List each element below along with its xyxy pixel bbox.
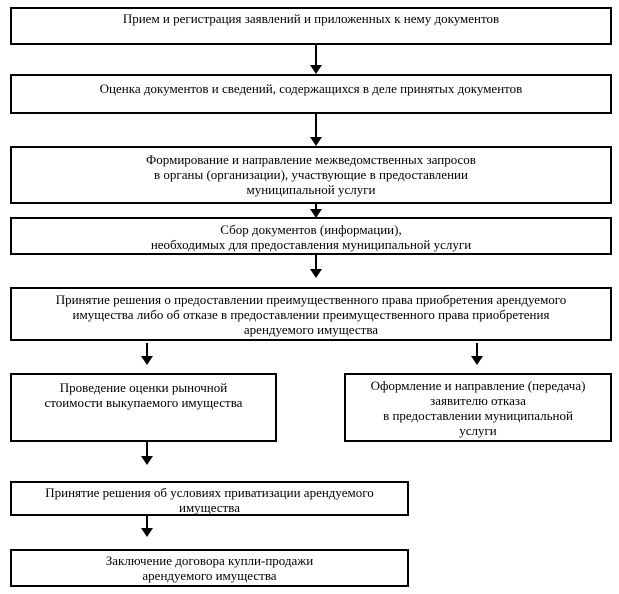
step-decision-box: Принятие решения о предоставлении преиму… [10, 287, 612, 341]
arrow-reception-to-evaluation [310, 45, 322, 74]
step-refusal-line-3: в предоставлении муниципальной [383, 408, 573, 423]
step-privatization-line-2: имущества [179, 500, 240, 515]
step-refusal-line-1: Оформление и направление (передача) [370, 378, 586, 393]
step-collection-box: Сбор документов (информации), необходимы… [10, 217, 612, 255]
step-reception-line-1: Прием и регистрация заявлений и приложен… [122, 11, 500, 26]
arrow-privatization-to-contract [141, 516, 153, 537]
step-contract-box: Заключение договора купли-продажи аренду… [10, 549, 409, 587]
step-decision-line-2: имущества либо об отказе в предоставлени… [72, 307, 550, 322]
step-contract-line-2: арендуемого имущества [142, 568, 277, 583]
step-privatization-line-1: Принятие решения об условиях приватизаци… [45, 485, 374, 500]
step-appraisal-line-2: стоимости выкупаемого имущества [44, 395, 243, 410]
step-refusal-box: Оформление и направление (передача) заяв… [344, 373, 612, 442]
step-collection-line-1: Сбор документов (информации), [220, 222, 402, 237]
step-decision-line-1: Принятие решения о предоставлении преиму… [55, 292, 567, 307]
arrow-collection-to-decision [310, 255, 322, 278]
step-appraisal-box: Проведение оценки рыночной стоимости вык… [10, 373, 277, 442]
step-decision-line-3: арендуемого имущества [243, 322, 379, 337]
step-reception-box: Прием и регистрация заявлений и приложен… [10, 7, 612, 45]
step-contract-line-1: Заключение договора купли-продажи [105, 553, 314, 568]
step-requests-box: Формирование и направление межведомствен… [10, 146, 612, 204]
arrow-evaluation-to-requests [310, 114, 322, 146]
step-evaluation-box: Оценка документов и сведений, содержащих… [10, 74, 612, 114]
step-requests-line-3: муниципальной услуги [246, 182, 376, 197]
step-requests-line-2: в органы (организации), участвующие в пр… [154, 167, 468, 182]
arrow-appraisal-to-privatization [141, 442, 153, 465]
step-refusal-line-4: услуги [459, 423, 497, 438]
step-refusal-line-2: заявителю отказа [430, 393, 526, 408]
arrow-decision-to-appraisal [141, 343, 153, 365]
step-collection-line-2: необходимых для предоставления муниципал… [150, 237, 472, 252]
step-privatization-box: Принятие решения об условиях приватизаци… [10, 481, 409, 516]
step-evaluation-line-1: Оценка документов и сведений, содержащих… [99, 81, 523, 96]
arrow-requests-to-collection [310, 204, 322, 218]
step-requests-line-1: Формирование и направление межведомствен… [146, 152, 476, 167]
step-appraisal-line-1: Проведение оценки рыночной [59, 380, 228, 395]
arrow-decision-to-refusal [471, 343, 483, 365]
